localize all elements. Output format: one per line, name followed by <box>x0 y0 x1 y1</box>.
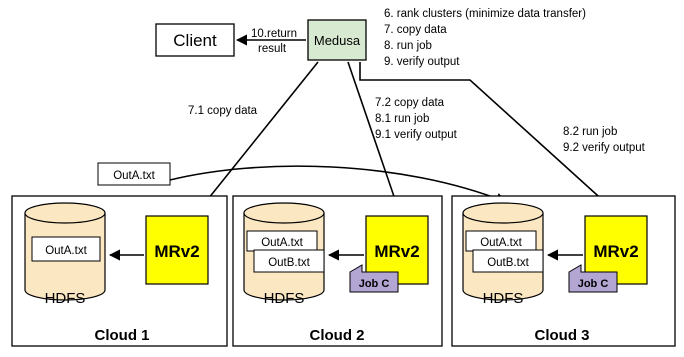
cloud3-file-label-b: OutB.txt <box>487 257 529 269</box>
client-box <box>155 23 235 57</box>
cloud1-hdfs-label: HDFS <box>45 290 86 307</box>
cloud1-mrv2-label: MRv2 <box>154 242 199 261</box>
arrow-medusa-to-cloud3 <box>359 62 619 215</box>
step-9: 9. verify output <box>384 56 460 68</box>
medusa-label: Medusa <box>314 33 361 48</box>
file-transfer-curve <box>169 165 508 204</box>
cloud2-file-label-a: OutA.txt <box>261 237 303 249</box>
cloud2-arrow-label-1: 7.2 copy data <box>375 97 445 109</box>
arrow-medusa-to-cloud1 <box>195 61 319 215</box>
cloud2-hdfs-label: HDFS <box>264 290 305 307</box>
cloud3-mrv2-label: MRv2 <box>593 242 638 261</box>
cloud3-label: Cloud 3 <box>535 327 590 344</box>
cloud1-mrv2-box <box>145 215 209 285</box>
cloud3-hdfs-top <box>462 202 544 224</box>
cloud2-label: Cloud 2 <box>310 327 365 344</box>
step-7: 7. copy data <box>384 24 447 36</box>
cloud2-mrv2-label: MRv2 <box>374 242 419 261</box>
cloud3-job-tag <box>568 264 618 293</box>
cloud2-hdfs-top <box>243 202 325 224</box>
step-6: 6. rank clusters (minimize data transfer… <box>384 8 586 20</box>
medusa-box <box>307 19 367 61</box>
cloud2-job-label: Job C <box>359 278 390 290</box>
cloud2-arrow-label-3: 9.1 verify output <box>375 129 458 141</box>
cloud1-file-doc <box>31 236 101 262</box>
cloud2-job-tag <box>349 264 399 293</box>
cloud2-file-doc-b <box>253 249 325 273</box>
cloud3-arrow-label-2: 9.2 verify output <box>563 142 646 154</box>
cloud3-hdfs-label: HDFS <box>483 290 524 307</box>
cloud3-job-label: Job C <box>578 278 609 290</box>
client-label: Client <box>173 31 217 50</box>
step-8: 8. run job <box>384 40 432 52</box>
cloud2-arrow-label-2: 8.1 run job <box>375 113 429 125</box>
floating-file-doc <box>97 162 171 186</box>
return-label-line2: result <box>258 43 287 55</box>
floating-file-label: OutA.txt <box>113 170 155 182</box>
arrow-medusa-to-cloud2 <box>347 61 403 216</box>
return-label-line1: 10.return <box>251 28 297 40</box>
cloud1-file-label: OutA.txt <box>45 245 87 257</box>
cloud3-file-doc-b <box>472 249 544 273</box>
cloud3-file-label-a: OutA.txt <box>480 237 522 249</box>
cloud1-hdfs-top <box>24 202 106 224</box>
cloud1-arrow-label: 7.1 copy data <box>188 105 258 117</box>
cloud3-arrow-label-1: 8.2 run job <box>563 126 617 138</box>
cloud1-label: Cloud 1 <box>95 327 150 344</box>
cloud2-file-label-b: OutB.txt <box>268 257 310 269</box>
